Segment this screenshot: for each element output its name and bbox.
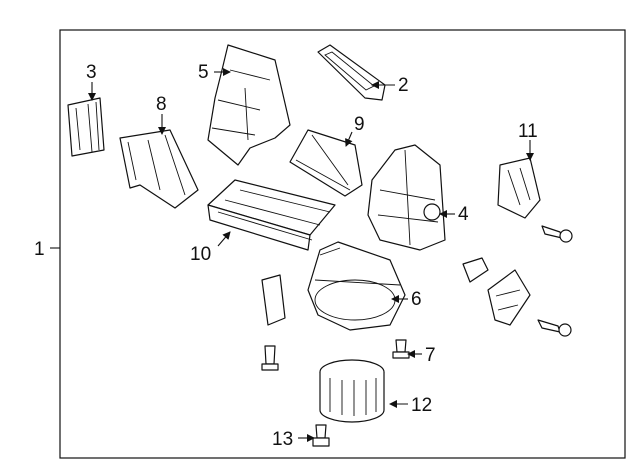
actuator-right xyxy=(487,269,531,326)
callout-10: 10 xyxy=(190,244,211,265)
part-11-bracket xyxy=(497,157,541,219)
actuator-lever xyxy=(462,257,489,283)
part-7-screw xyxy=(392,339,410,359)
part-12-blower-motor xyxy=(319,359,385,423)
part-6-blower-case xyxy=(307,241,406,331)
callout-3: 3 xyxy=(86,62,97,83)
callout-7: 7 xyxy=(425,345,436,366)
screw-right-upper xyxy=(541,225,573,243)
part-13-screw xyxy=(312,424,330,447)
assembly-frame xyxy=(59,29,626,459)
callout-9: 9 xyxy=(354,114,365,135)
part-8-air-duct xyxy=(119,129,199,209)
part-5-housing-upper xyxy=(207,44,291,166)
screw-left xyxy=(261,345,279,371)
callout-5: 5 xyxy=(198,62,209,83)
part-9-evaporator xyxy=(289,129,363,197)
callout-12: 12 xyxy=(411,395,432,416)
part-4-heater-unit xyxy=(367,144,446,251)
part-3-duct-seal xyxy=(67,97,105,157)
leader-10 xyxy=(217,231,231,247)
callout-6: 6 xyxy=(411,289,422,310)
callout-8: 8 xyxy=(156,94,167,115)
screw-right-lower xyxy=(537,319,572,337)
leader-9 xyxy=(345,131,353,147)
callout-2: 2 xyxy=(398,75,409,96)
callout-13: 13 xyxy=(272,429,293,450)
part-2-seal-ring xyxy=(317,44,386,101)
bracket-small xyxy=(261,274,286,326)
callout-11: 11 xyxy=(518,121,538,142)
part-10-air-filter xyxy=(207,179,336,251)
callout-1: 1 xyxy=(34,239,45,260)
callout-4: 4 xyxy=(458,204,469,225)
